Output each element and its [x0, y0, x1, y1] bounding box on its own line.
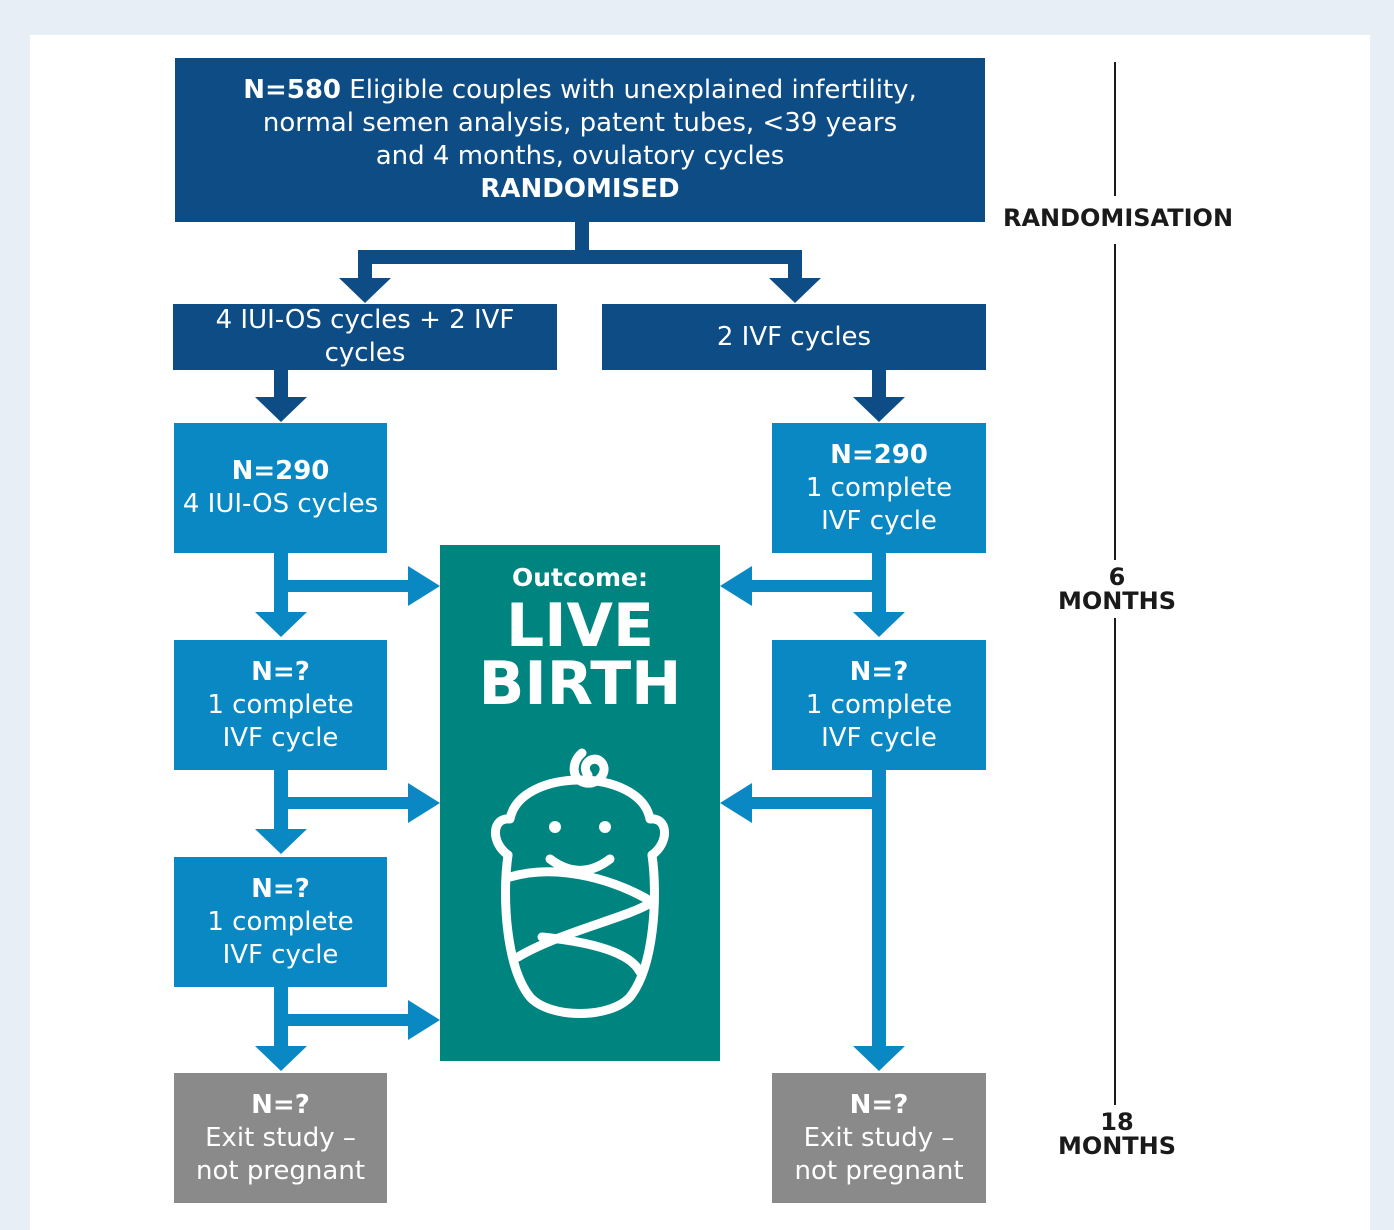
- right-exit-text-2: not pregnant: [794, 1155, 964, 1186]
- right-step-1-text-2: IVF cycle: [821, 505, 937, 536]
- left-step-3-text-2: IVF cycle: [222, 939, 339, 970]
- randomised-count: N=580: [243, 75, 342, 105]
- timeline-randomisation-label: RANDOMISATION: [1002, 204, 1234, 232]
- swaddled-baby-icon: [491, 748, 669, 1018]
- right-step-1-count: N=290: [830, 439, 928, 470]
- left-step-1-text: 4 IUI-OS cycles: [182, 489, 379, 519]
- left-step-3-count: N=?: [251, 873, 310, 904]
- left-step-2-count: N=?: [251, 656, 310, 687]
- timeline-6-months: 6 MONTHS: [1050, 565, 1184, 613]
- right-exit-count: N=?: [849, 1089, 909, 1120]
- left-exit-count: N=?: [251, 1089, 310, 1120]
- left-step-2-text-2: IVF cycle: [222, 722, 339, 753]
- right-step-2-text-1: 1 complete: [805, 689, 953, 720]
- left-step-1-count: N=290: [231, 456, 330, 486]
- eligibility-text-3: and 4 months, ovulatory cycles: [375, 141, 785, 171]
- left-exit-text-2: not pregnant: [195, 1155, 366, 1186]
- arm-left-box: 4 IUI-OS cycles + 2 IVF cycles: [173, 304, 557, 370]
- timeline-18-unit: MONTHS: [1057, 1132, 1177, 1160]
- left-exit-box: N=? Exit study – not pregnant: [174, 1073, 387, 1203]
- left-step-3-box: N=? 1 complete IVF cycle: [174, 857, 387, 987]
- timeline-6-number: 6: [1108, 563, 1126, 591]
- right-step-2-count: N=?: [849, 656, 909, 687]
- outcome-box: Outcome: LIVE BIRTH: [440, 545, 720, 1061]
- outcome-live: LIVE: [506, 591, 654, 661]
- left-exit-text-1: Exit study –: [205, 1122, 356, 1153]
- randomised-box: N=580 Eligible couples with unexplained …: [175, 58, 985, 222]
- outcome-heading: Outcome:: [512, 563, 648, 592]
- right-exit-text-1: Exit study –: [803, 1122, 955, 1153]
- left-step-2-box: N=? 1 complete IVF cycle: [174, 640, 387, 770]
- timeline-18-months: 18 MONTHS: [1050, 1110, 1184, 1158]
- right-step-2-text-2: IVF cycle: [821, 722, 937, 753]
- randomised-box-line1: N=580 Eligible couples with unexplained …: [243, 74, 917, 107]
- arm-left-label: 4 IUI-OS cycles + 2 IVF cycles: [215, 305, 515, 368]
- timeline-randomisation: RANDOMISATION: [1000, 206, 1236, 230]
- timeline-6-unit: MONTHS: [1057, 587, 1177, 615]
- left-step-3-text-1: 1 complete: [207, 906, 354, 937]
- arm-right-label: 2 IVF cycles: [716, 321, 872, 352]
- arm-right-box: 2 IVF cycles: [602, 304, 986, 370]
- eligibility-text-2: normal semen analysis, patent tubes, <39…: [262, 108, 898, 138]
- right-step-1-box: N=290 1 complete IVF cycle: [772, 423, 986, 553]
- outcome-birth: BIRTH: [478, 649, 682, 719]
- randomised-label: RANDOMISED: [480, 174, 680, 204]
- eligibility-text-1: Eligible couples with unexplained infert…: [349, 75, 917, 105]
- navy-connectors: [255, 222, 905, 422]
- timeline-18-number: 18: [1100, 1108, 1134, 1136]
- left-step-2-text-1: 1 complete: [207, 689, 354, 720]
- right-exit-box: N=? Exit study – not pregnant: [772, 1073, 986, 1203]
- right-step-1-text-1: 1 complete: [805, 472, 953, 503]
- left-step-1-box: N=290 4 IUI-OS cycles: [174, 423, 387, 553]
- blue-connectors: [255, 553, 905, 1071]
- right-step-2-box: N=? 1 complete IVF cycle: [772, 640, 986, 770]
